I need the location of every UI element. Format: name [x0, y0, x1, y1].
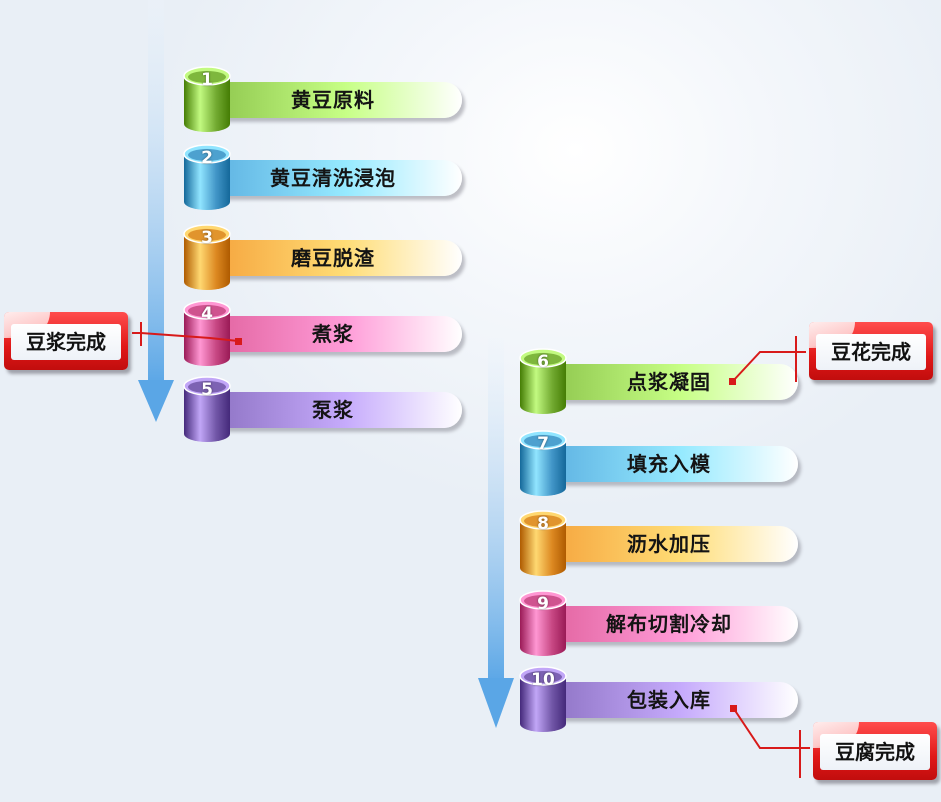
step-bar: 黄豆原料 [204, 82, 462, 118]
process-step-6: 点浆凝固 6 [518, 346, 818, 416]
milestone-douhua-label: 豆花完成 [831, 340, 911, 364]
milestone-tofu: 豆腐完成 [813, 722, 937, 780]
step-label: 解布切割冷却 [606, 612, 732, 636]
step-bar: 煮浆 [204, 316, 462, 352]
step-label: 黄豆原料 [291, 88, 375, 112]
milestone-soymilk: 豆浆完成 [4, 312, 128, 370]
flow-arrow-right [478, 338, 514, 728]
step-label: 包装入库 [627, 688, 711, 712]
milestone-soymilk-label: 豆浆完成 [26, 330, 106, 354]
step-cylinder-icon: 3 [182, 222, 232, 294]
step-label: 黄豆清洗浸泡 [270, 166, 396, 190]
milestone-tofu-label: 豆腐完成 [835, 740, 915, 764]
step-bar: 填充入模 [540, 446, 798, 482]
process-step-2: 黄豆清洗浸泡 2 [182, 142, 482, 212]
milestone-douhua: 豆花完成 [809, 322, 933, 380]
process-step-1: 黄豆原料 1 [182, 64, 482, 134]
step-number: 7 [537, 434, 549, 454]
step-cylinder-icon: 6 [518, 346, 568, 418]
process-step-10: 包装入库 10 [518, 664, 818, 734]
step-number: 8 [537, 514, 549, 534]
process-step-7: 填充入模 7 [518, 428, 818, 498]
step-label: 磨豆脱渣 [291, 246, 375, 270]
step-number: 4 [201, 304, 213, 324]
step-bar: 沥水加压 [540, 526, 798, 562]
step-label: 沥水加压 [627, 532, 711, 556]
process-step-5: 泵浆 5 [182, 374, 482, 444]
step-cylinder-icon: 8 [518, 508, 568, 580]
step-label: 泵浆 [312, 398, 354, 422]
step-bar: 解布切割冷却 [540, 606, 798, 642]
step-cylinder-icon: 10 [518, 664, 568, 736]
process-step-3: 磨豆脱渣 3 [182, 222, 482, 292]
step-cylinder-icon: 9 [518, 588, 568, 660]
step-cylinder-icon: 7 [518, 428, 568, 500]
step-cylinder-icon: 5 [182, 374, 232, 446]
step-label: 填充入模 [627, 452, 711, 476]
step-cylinder-icon: 2 [182, 142, 232, 214]
step-bar: 点浆凝固 [540, 364, 798, 400]
step-bar: 包装入库 [540, 682, 798, 718]
step-number: 5 [201, 380, 213, 400]
step-cylinder-icon: 1 [182, 64, 232, 136]
step-number: 10 [531, 670, 555, 690]
process-step-8: 沥水加压 8 [518, 508, 818, 578]
step-bar: 磨豆脱渣 [204, 240, 462, 276]
process-step-9: 解布切割冷却 9 [518, 588, 818, 658]
flow-arrow-left [138, 0, 174, 422]
step-number: 2 [201, 148, 213, 168]
step-label: 点浆凝固 [627, 370, 711, 394]
step-label: 煮浆 [312, 322, 354, 346]
step-number: 9 [537, 594, 549, 614]
step-bar: 泵浆 [204, 392, 462, 428]
step-number: 6 [537, 352, 549, 372]
step-bar: 黄豆清洗浸泡 [204, 160, 462, 196]
step-number: 1 [201, 70, 213, 90]
step-number: 3 [201, 228, 213, 248]
